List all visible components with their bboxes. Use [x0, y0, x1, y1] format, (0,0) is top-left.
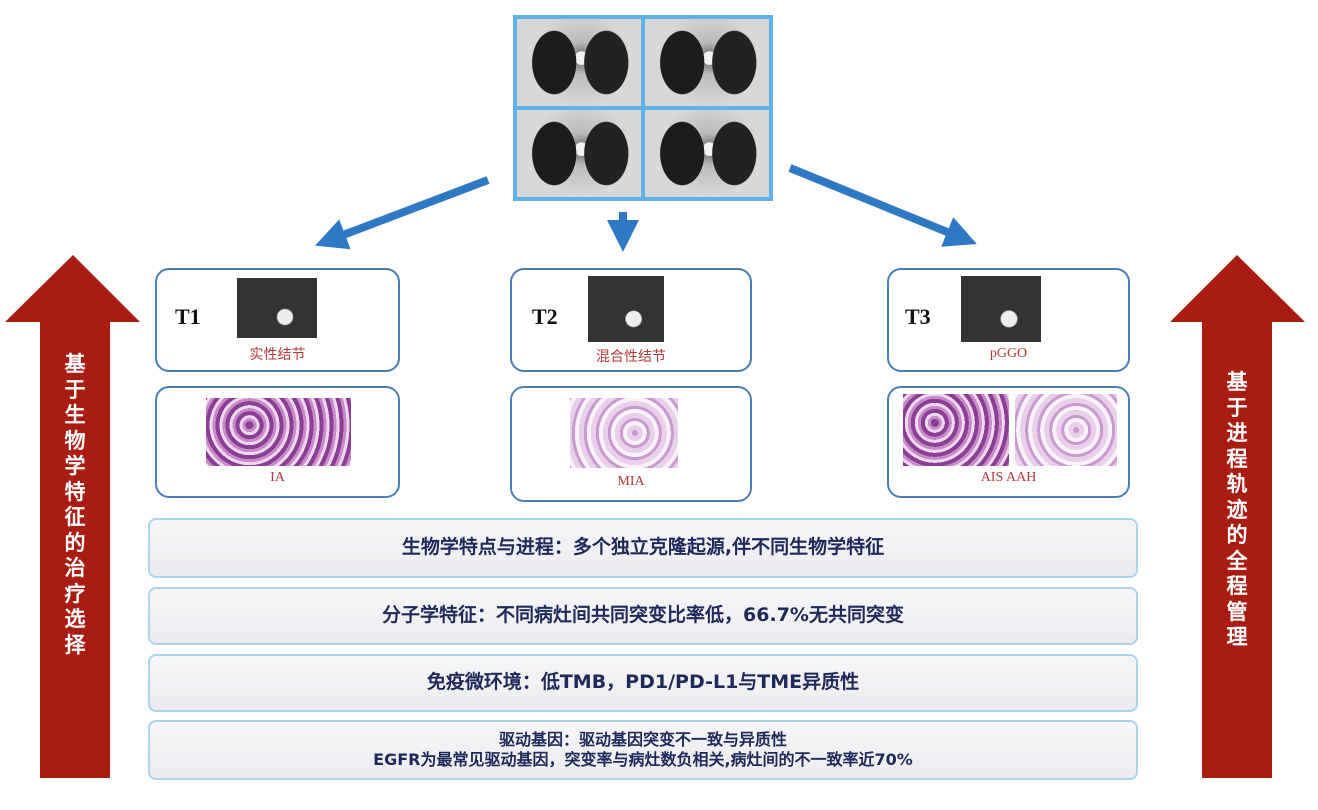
ct-image [645, 110, 769, 197]
histology-label: MIA [617, 474, 645, 489]
histology-image [570, 398, 678, 468]
nodule-card-t2: T2 混合性结节 [510, 268, 752, 372]
ct-image [517, 19, 641, 106]
ct-image [517, 110, 641, 197]
feature-text: 生物学特点与进程：多个独立克隆起源,伴不同生物学特征 [401, 536, 885, 559]
histology-card-t2: MIA [510, 386, 752, 502]
arrow-right-icon [788, 164, 977, 247]
feature-text: EGFR为最常见驱动基因，突变率与病灶数负相关,病灶间的不一致率近70% [373, 750, 913, 769]
nodule-label: T3 [905, 304, 931, 329]
histology-label: IA [270, 470, 285, 485]
histology-card-t1: IA [155, 386, 400, 498]
ct-image [645, 19, 769, 106]
histology-label: AIS AAH [980, 470, 1037, 485]
feature-immune: 免疫微环境：低TMB，PD1/PD-L1与TME异质性 [148, 654, 1138, 712]
ct-scan-grid [513, 15, 773, 201]
nodule-type: pGGO [989, 346, 1028, 361]
red-up-arrow-left-icon [5, 255, 140, 778]
nodule-type: 实性结节 [249, 348, 306, 363]
feature-driver-gene: 驱动基因：驱动基因突变不一致与异质性 EGFR为最常见驱动基因，突变率与病灶数负… [148, 720, 1138, 780]
feature-text: 分子学特征：不同病灶间共同突变比率低，66.7%无共同突变 [382, 604, 904, 627]
nodule-card-t1: T1 实性结节 [155, 268, 400, 372]
feature-molecular: 分子学特征：不同病灶间共同突变比率低，66.7%无共同突变 [148, 587, 1138, 645]
nodule-label: T2 [532, 304, 558, 329]
left-arrow-text: 基于生物学特征的治疗选择 [64, 352, 86, 657]
feature-biology: 生物学特点与进程：多个独立克隆起源,伴不同生物学特征 [148, 518, 1138, 578]
histology-image [1015, 394, 1117, 466]
ct-thumbnail [588, 276, 664, 342]
ct-thumbnail [961, 276, 1041, 342]
nodule-label: T1 [175, 304, 201, 329]
histology-image [206, 398, 351, 466]
histology-image [903, 394, 1009, 466]
nodule-card-t3: T3 pGGO [887, 268, 1130, 372]
feature-text: 免疫微环境：低TMB，PD1/PD-L1与TME异质性 [426, 671, 860, 694]
ct-thumbnail [237, 278, 317, 338]
right-arrow-text: 基于进程轨迹的全程管理 [1226, 370, 1248, 649]
histology-card-t3: AIS AAH [887, 386, 1130, 498]
red-up-arrow-right-icon [1170, 255, 1305, 778]
nodule-type: 混合性结节 [596, 350, 666, 365]
feature-text: 驱动基因：驱动基因突变不一致与异质性 [498, 730, 787, 749]
arrow-left-icon [315, 176, 490, 250]
